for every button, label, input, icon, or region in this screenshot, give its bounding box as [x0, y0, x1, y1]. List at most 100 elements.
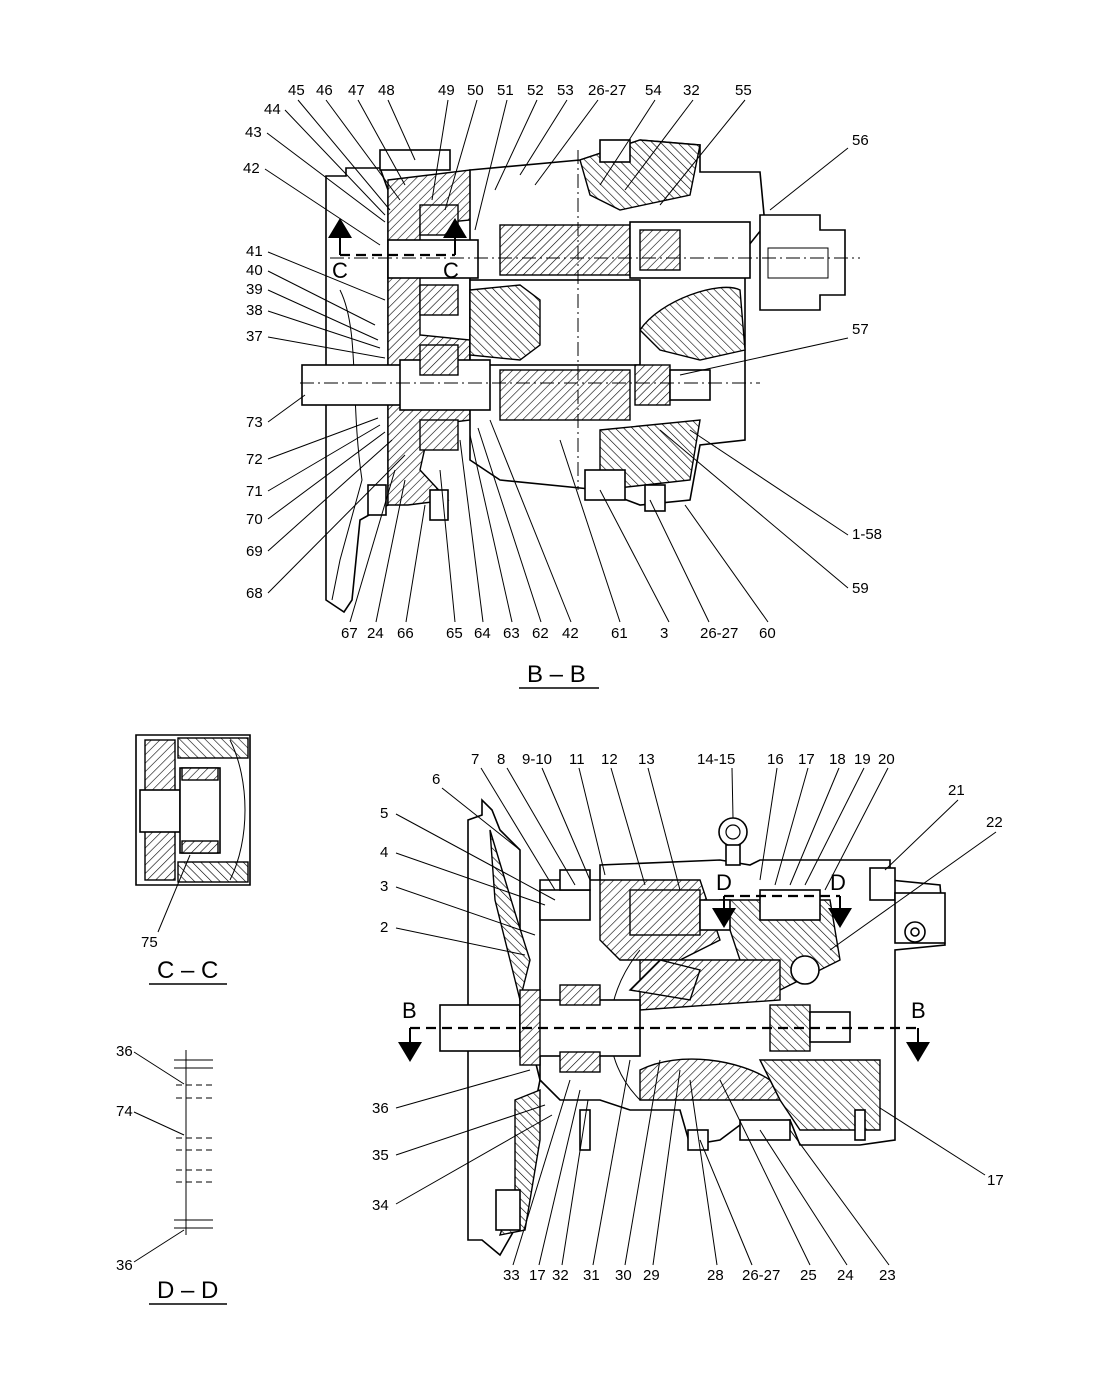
bb-piston-lower — [499, 369, 631, 421]
callout: 11 — [569, 751, 585, 768]
callout: 50 — [467, 82, 484, 99]
callout: 71 — [246, 483, 263, 500]
callout: 34 — [372, 1197, 389, 1214]
callout: 29 — [643, 1267, 660, 1284]
callout: 28 — [707, 1267, 724, 1284]
callout: 14-15 — [697, 751, 735, 768]
callout: 46 — [316, 82, 333, 99]
callout: 30 — [615, 1267, 632, 1284]
callout: 57 — [852, 321, 869, 338]
dd-title: D – D — [157, 1277, 218, 1304]
callout: 23 — [879, 1267, 896, 1284]
callout: 6 — [432, 771, 440, 788]
callout: 3 — [380, 878, 388, 895]
callout: 37 — [246, 328, 263, 345]
callout: 64 — [474, 625, 491, 642]
bb-upper-shaft — [387, 239, 479, 279]
bb-callouts-top: 45 46 47 48 49 50 51 52 53 26-27 54 32 5… — [288, 82, 752, 99]
callout: 24 — [367, 625, 384, 642]
callout: 66 — [397, 625, 414, 642]
callout: 62 — [532, 625, 549, 642]
callout: 32 — [552, 1267, 569, 1284]
callout: 75 — [141, 934, 158, 951]
bb-output-shaft — [301, 364, 403, 406]
callout: 7 — [471, 751, 479, 768]
section-view-bb: C C 45 46 47 48 49 50 51 52 53 26-27 54 … — [243, 82, 882, 689]
main-section-mark-d-right: D — [830, 870, 846, 895]
callout: 36 — [372, 1100, 389, 1117]
bb-callouts-left: 44 43 42 41 40 39 38 37 73 72 71 70 69 6… — [243, 101, 281, 602]
callout: 16 — [767, 751, 784, 768]
main-section-view: B B D D 7 8 9-10 11 12 13 14-15 16 17 18… — [372, 751, 1004, 1284]
callout: 48 — [378, 82, 395, 99]
callout: 47 — [348, 82, 365, 99]
callout: 52 — [527, 82, 544, 99]
callout: 44 — [264, 101, 281, 118]
callout: 65 — [446, 625, 463, 642]
callout: 73 — [246, 414, 263, 431]
callout: 56 — [852, 132, 869, 149]
callout: 33 — [503, 1267, 520, 1284]
main-callouts-left: 6 5 4 3 2 36 35 34 — [372, 771, 440, 1214]
callout: 36 — [116, 1043, 133, 1060]
bb-piston-upper — [499, 224, 631, 276]
callout: 49 — [438, 82, 455, 99]
callout: 24 — [837, 1267, 854, 1284]
bb-section-mark-c-right: C — [443, 258, 459, 283]
callout: 39 — [246, 281, 263, 298]
callout: 74 — [116, 1103, 133, 1120]
callout: 45 — [288, 82, 305, 99]
callout: 43 — [245, 124, 262, 141]
callout: 36 — [116, 1257, 133, 1274]
callout: 17 — [987, 1172, 1004, 1189]
callout: 42 — [562, 625, 579, 642]
callout: 32 — [683, 82, 700, 99]
main-callouts-bottom: 33 17 32 31 30 29 28 26-27 25 24 23 — [503, 1267, 896, 1284]
callout: 26-27 — [700, 625, 738, 642]
bb-title: B – B — [527, 661, 586, 688]
main-section-mark-b-left: B — [402, 998, 417, 1023]
callout: 18 — [829, 751, 846, 768]
callout: 3 — [660, 625, 668, 642]
main-section-mark-b-right: B — [911, 998, 926, 1023]
callout: 40 — [246, 262, 263, 279]
section-view-cc: 75 C – C — [135, 734, 251, 985]
callout: 72 — [246, 451, 263, 468]
callout: 60 — [759, 625, 776, 642]
callout: 51 — [497, 82, 514, 99]
callout: 8 — [497, 751, 505, 768]
callout: 31 — [583, 1267, 600, 1284]
callout: 55 — [735, 82, 752, 99]
callout: 54 — [645, 82, 662, 99]
callout: 17 — [798, 751, 815, 768]
main-callouts-top: 7 8 9-10 11 12 13 14-15 16 17 18 19 20 2… — [471, 751, 1003, 831]
callout: 25 — [800, 1267, 817, 1284]
callout: 61 — [611, 625, 628, 642]
callout: 22 — [986, 814, 1003, 831]
callout: 20 — [878, 751, 895, 768]
callout: 35 — [372, 1147, 389, 1164]
callout: 26-27 — [588, 82, 626, 99]
callout: 4 — [380, 844, 388, 861]
callout: 68 — [246, 585, 263, 602]
bb-callouts-right: 56 57 1-58 59 — [852, 132, 882, 597]
callout: 12 — [601, 751, 618, 768]
callout: 19 — [854, 751, 871, 768]
main-section-mark-d-left: D — [716, 870, 732, 895]
callout: 38 — [246, 302, 263, 319]
callout: 63 — [503, 625, 520, 642]
callout: 67 — [341, 625, 358, 642]
callout: 70 — [246, 511, 263, 528]
cc-title: C – C — [157, 957, 218, 984]
callout: 42 — [243, 160, 260, 177]
bb-callouts-bottom: 67 24 66 65 64 63 62 42 61 3 26-27 60 — [341, 625, 776, 642]
callout: 41 — [246, 243, 263, 260]
callout: 59 — [852, 580, 869, 597]
callout: 9-10 — [522, 751, 552, 768]
section-view-dd: 36 74 36 D – D — [116, 1043, 227, 1305]
callout: 69 — [246, 543, 263, 560]
callout: 13 — [638, 751, 655, 768]
callout: 5 — [380, 805, 388, 822]
callout: 1-58 — [852, 526, 882, 543]
